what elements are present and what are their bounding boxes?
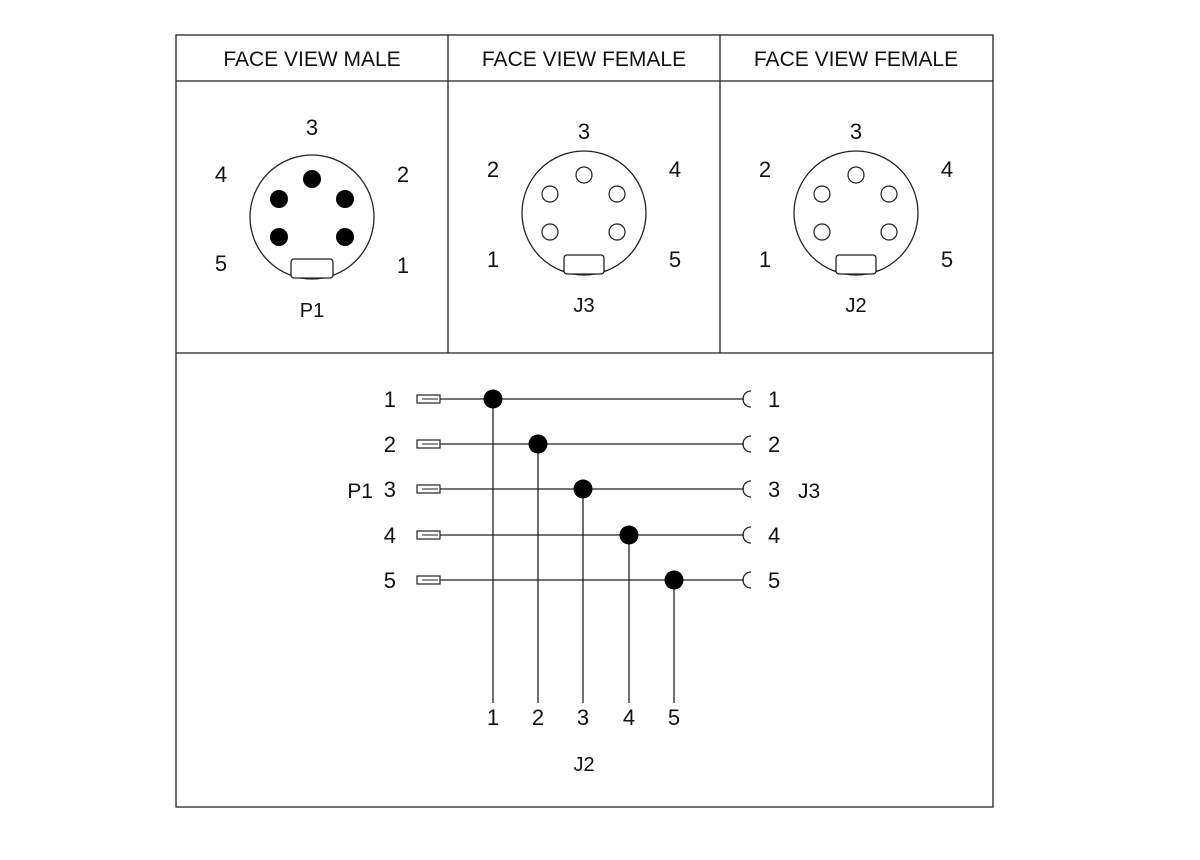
pin-label-upper-right: 4 bbox=[669, 157, 681, 182]
junction-dot-3 bbox=[573, 479, 593, 499]
socket-5-j2 bbox=[880, 223, 898, 241]
female-socket-icon bbox=[742, 480, 752, 498]
face-view-j2: 3 2 4 1 5 J2 bbox=[759, 119, 953, 317]
female-socket-icon bbox=[742, 526, 752, 544]
header-male: FACE VIEW MALE bbox=[223, 48, 400, 71]
keyway-p1 bbox=[290, 258, 334, 279]
socket-2-j2 bbox=[813, 185, 831, 203]
pin-label-lower-right: 5 bbox=[669, 247, 681, 272]
left-pin-label-1: 1 bbox=[384, 387, 396, 412]
right-pin-label-4: 4 bbox=[768, 523, 780, 548]
pin-label-top: 3 bbox=[850, 119, 862, 144]
socket-5-j3 bbox=[608, 223, 626, 241]
right-pin-label-1: 1 bbox=[768, 387, 780, 412]
pin-label-lower-left: 1 bbox=[487, 247, 499, 272]
pin-label-upper-right: 2 bbox=[397, 162, 409, 187]
pin-label-lower-left: 1 bbox=[759, 247, 771, 272]
connector-label-p1: P1 bbox=[300, 300, 324, 322]
face-view-j3: 3 2 4 1 5 J3 bbox=[487, 119, 681, 317]
pin-1-p1 bbox=[336, 228, 354, 246]
left-pin-label-2: 2 bbox=[384, 432, 396, 457]
bottom-pin-label-2: 2 bbox=[532, 705, 544, 730]
pin-label-lower-right: 5 bbox=[941, 247, 953, 272]
schematic-right-connector-label: J3 bbox=[798, 480, 820, 503]
wiring-schematic: 1 1 2 2 3 3 4 4 5 5 1 2 3 4 5 bbox=[384, 387, 781, 730]
pin-4-p1 bbox=[270, 190, 288, 208]
connector-shell-j3 bbox=[521, 150, 647, 276]
socket-4-j3 bbox=[608, 185, 626, 203]
right-pin-label-3: 3 bbox=[768, 477, 780, 502]
socket-1-j2 bbox=[813, 223, 831, 241]
keyway-j3 bbox=[563, 254, 605, 275]
header-female-j3: FACE VIEW FEMALE bbox=[482, 48, 686, 71]
bottom-pin-label-4: 4 bbox=[623, 705, 635, 730]
keyway-j2 bbox=[835, 254, 877, 275]
female-socket-icon bbox=[742, 571, 752, 589]
schematic-left-connector-label: P1 bbox=[347, 480, 373, 503]
female-socket-icon bbox=[742, 435, 752, 453]
header-row: FACE VIEW MALE FACE VIEW FEMALE FACE VIE… bbox=[223, 48, 958, 71]
left-pin-label-5: 5 bbox=[384, 568, 396, 593]
header-female-j2: FACE VIEW FEMALE bbox=[754, 48, 958, 71]
bottom-pin-label-5: 5 bbox=[668, 705, 680, 730]
junction-dot-2 bbox=[528, 434, 548, 454]
bottom-pin-label-3: 3 bbox=[577, 705, 589, 730]
pin-2-p1 bbox=[336, 190, 354, 208]
pin-5-p1 bbox=[270, 228, 288, 246]
right-pin-label-5: 5 bbox=[768, 568, 780, 593]
bottom-pin-label-1: 1 bbox=[487, 705, 499, 730]
left-pin-label-4: 4 bbox=[384, 523, 396, 548]
female-socket-icon bbox=[742, 390, 752, 408]
pin-label-upper-right: 4 bbox=[941, 157, 953, 182]
socket-3-j2 bbox=[847, 166, 865, 184]
pin-label-upper-left: 4 bbox=[215, 162, 227, 187]
pin-3-p1 bbox=[303, 170, 321, 188]
junction-dot-1 bbox=[483, 389, 503, 409]
junction-dot-5 bbox=[664, 570, 684, 590]
pin-label-upper-left: 2 bbox=[487, 157, 499, 182]
pin-label-upper-left: 2 bbox=[759, 157, 771, 182]
frame bbox=[175, 34, 994, 808]
outer-border bbox=[175, 34, 994, 808]
connector-label-j2: J2 bbox=[845, 295, 866, 317]
face-view-p1: 3 4 2 5 1 P1 bbox=[215, 115, 409, 322]
left-pin-label-3: 3 bbox=[384, 477, 396, 502]
right-pin-label-2: 2 bbox=[768, 432, 780, 457]
pin-label-lower-left: 5 bbox=[215, 251, 227, 276]
socket-3-j3 bbox=[575, 166, 593, 184]
pin-label-top: 3 bbox=[306, 115, 318, 140]
pin-label-top: 3 bbox=[578, 119, 590, 144]
junction-dot-4 bbox=[619, 525, 639, 545]
schematic-bottom-connector-label: J2 bbox=[573, 754, 594, 776]
socket-4-j2 bbox=[880, 185, 898, 203]
socket-1-j3 bbox=[541, 223, 559, 241]
connector-label-j3: J3 bbox=[573, 295, 594, 317]
connector-shell-j2 bbox=[793, 150, 919, 276]
pin-label-lower-right: 1 bbox=[397, 253, 409, 278]
socket-2-j3 bbox=[541, 185, 559, 203]
connector-shell-p1 bbox=[249, 154, 375, 280]
